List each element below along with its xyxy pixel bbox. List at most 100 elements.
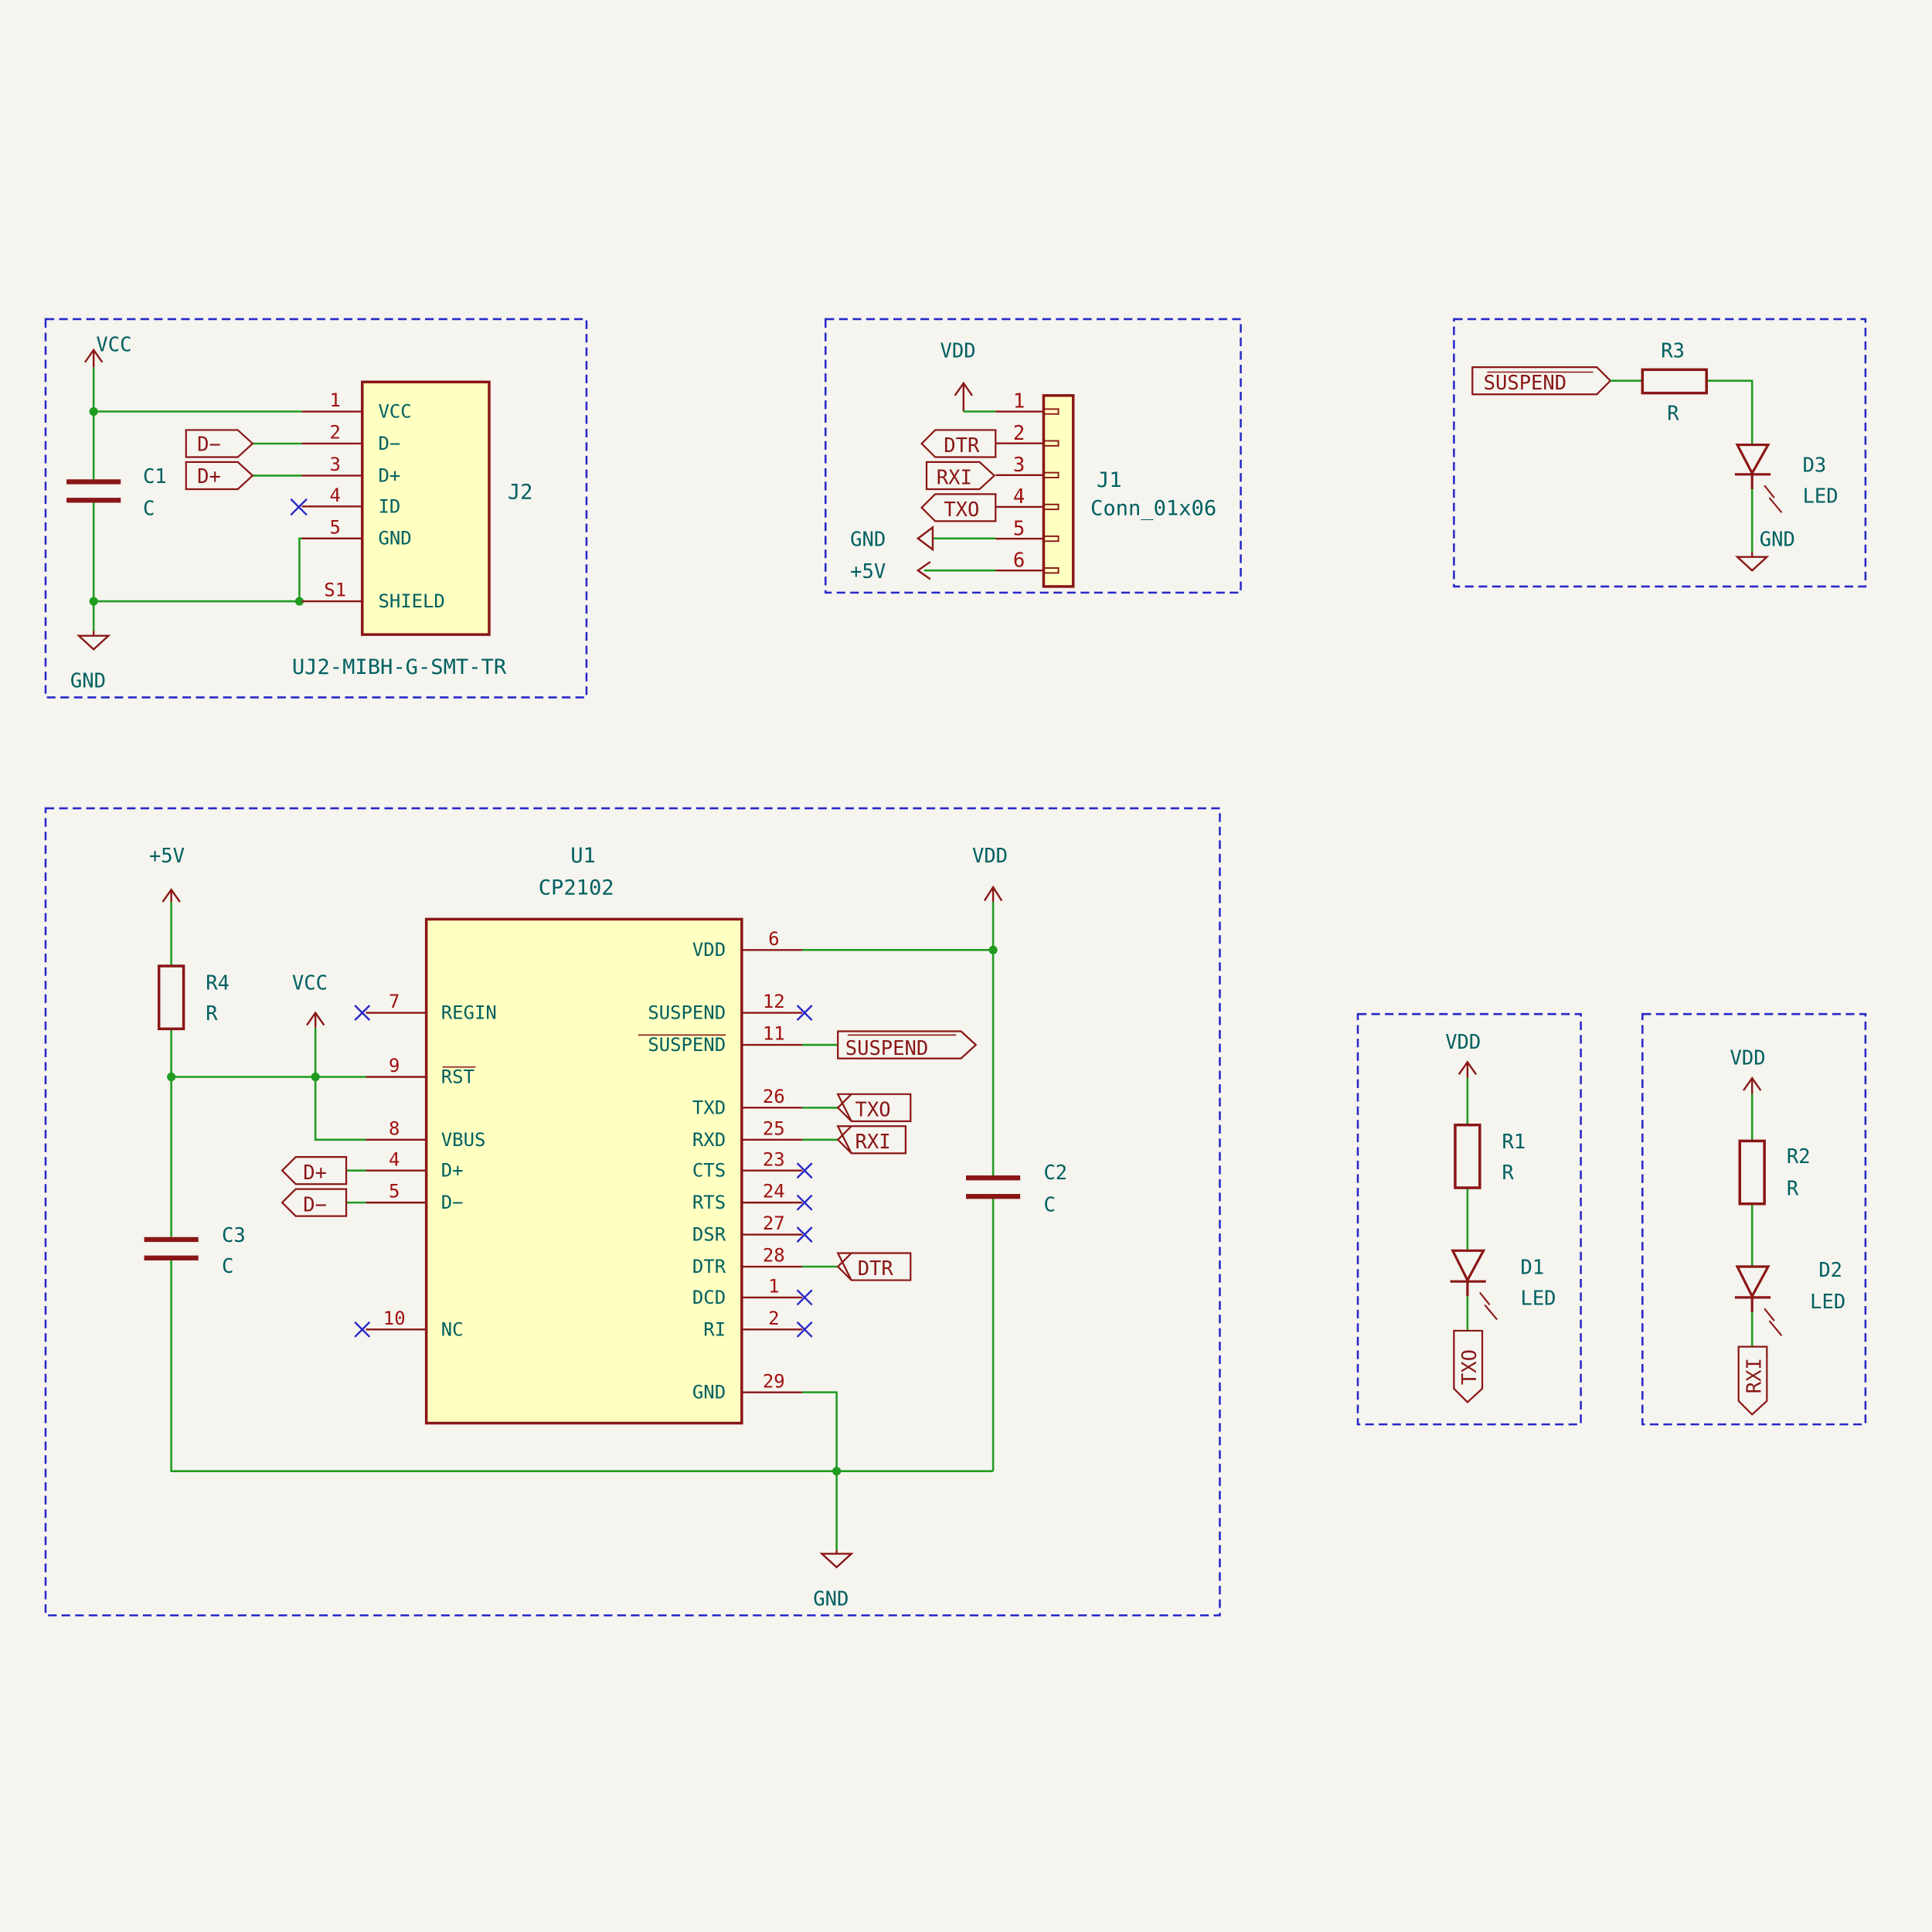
d3-ref: D3 xyxy=(1803,454,1827,478)
j2-ref: J2 xyxy=(508,481,533,505)
c2-value: C xyxy=(1043,1193,1055,1216)
j1-pin-stub xyxy=(1043,440,1060,447)
u1-pin-name: GND xyxy=(692,1382,726,1403)
label-d-plus-bridge: D+ xyxy=(303,1162,327,1185)
j2-pin-name: D+ xyxy=(378,464,400,486)
power-label-gnd-suspend: GND xyxy=(1760,528,1795,551)
power-label-vcc: VCC xyxy=(96,333,131,356)
u1-pin-number: 5 xyxy=(389,1181,400,1202)
r2-ref: R2 xyxy=(1787,1145,1811,1168)
u1-pin-name: VDD xyxy=(692,939,726,961)
c2-ref: C2 xyxy=(1043,1162,1067,1185)
j1-ref: J1 xyxy=(1097,468,1122,492)
u1-pin-number: 1 xyxy=(768,1276,779,1298)
power-label-vdd-rx: VDD xyxy=(1730,1047,1766,1070)
j2-pin-number: 4 xyxy=(329,485,340,506)
u1-pin-number: 29 xyxy=(763,1370,785,1392)
j2-pin-number: 2 xyxy=(329,422,340,444)
r3-ref: R3 xyxy=(1661,339,1685,362)
no-connect-marker xyxy=(796,1321,813,1338)
label-suspend-led: SUSPEND xyxy=(1484,372,1566,395)
u1-pin-name: SUSPEND xyxy=(648,1002,726,1024)
u1-pin-name: D+ xyxy=(441,1160,464,1182)
group-frame-suspend-led xyxy=(1453,318,1867,588)
r3-value: R xyxy=(1667,403,1679,426)
label-rxi-header: RXI xyxy=(937,467,972,490)
j1-pin-stub xyxy=(1043,535,1060,543)
label-rxi-led: RXI xyxy=(1743,1358,1766,1393)
j2-part: UJ2-MIBH-G-SMT-TR xyxy=(292,655,507,679)
u1-pin-number: 28 xyxy=(763,1245,785,1267)
tx-led-block: VDD R1 R D1 LED TXO xyxy=(1445,1031,1556,1403)
no-connect-marker xyxy=(796,1005,813,1021)
power-label-gnd: GND xyxy=(70,670,106,693)
u1-pin-name: SUSPEND xyxy=(648,1034,726,1056)
no-connect-marker xyxy=(796,1162,813,1179)
u1-pin-name: CTS xyxy=(692,1160,726,1182)
u1-pin-name: DTR xyxy=(692,1256,726,1277)
d1-ref: D1 xyxy=(1520,1257,1544,1280)
j2-pin-name: ID xyxy=(378,495,400,517)
d2-ref: D2 xyxy=(1818,1259,1842,1282)
c1-ref: C1 xyxy=(143,465,167,488)
group-frame-header xyxy=(824,318,1242,594)
label-txo-header: TXO xyxy=(944,498,979,522)
u1-pin-number: 7 xyxy=(389,991,400,1012)
u1-ref: U1 xyxy=(570,844,596,868)
no-connect-marker xyxy=(796,1194,813,1211)
j2-pin-number: 3 xyxy=(329,454,340,475)
u1-pin-name: REGIN xyxy=(441,1002,497,1024)
power-label-gnd-bridge: GND xyxy=(813,1587,849,1611)
no-connect-regin xyxy=(354,1005,371,1021)
u1-pin-number: 10 xyxy=(383,1308,406,1329)
label-dtr-bridge: DTR xyxy=(858,1257,894,1281)
d1-value: LED xyxy=(1520,1287,1556,1310)
label-d-minus: D− xyxy=(197,434,221,457)
u1-pin-name: RTS xyxy=(692,1192,726,1213)
bridge-block: +5V VCC VDD GND R4 R C3 C C2 C D+ D− xyxy=(144,844,1067,1611)
u1-pin-name: RXD xyxy=(692,1129,726,1151)
u1-pin-number: 6 xyxy=(768,928,779,950)
r4-value: R xyxy=(206,1002,218,1026)
u1-pin-name: TXD xyxy=(692,1097,726,1118)
no-connect-nc xyxy=(354,1321,371,1338)
u1-pin-number: 24 xyxy=(763,1181,785,1202)
group-frame-usb xyxy=(44,318,588,699)
suspend-led-block: SUSPEND R3 R D3 LED GND xyxy=(1471,339,1838,572)
label-suspend-bridge: SUSPEND xyxy=(845,1037,928,1060)
u1-pin-number: 25 xyxy=(763,1117,785,1139)
j1-part: Conn_01x06 xyxy=(1090,496,1216,520)
u1-pin-name: VBUS xyxy=(441,1129,486,1151)
group-frame-rx-led xyxy=(1641,1012,1867,1426)
j1-pin-number: 2 xyxy=(1013,422,1025,445)
no-connect-marker xyxy=(796,1289,813,1306)
group-frame-bridge xyxy=(44,807,1221,1617)
u1-pin-number: 27 xyxy=(763,1213,785,1234)
j1-pin-stub xyxy=(1043,408,1060,415)
rx-led-block: VDD R2 R D2 LED RXI xyxy=(1730,1047,1845,1416)
j1-pin-number: 6 xyxy=(1013,549,1025,572)
j1-pin-number: 5 xyxy=(1013,517,1025,540)
u1-part: CP2102 xyxy=(539,876,614,900)
j1-pin-number: 1 xyxy=(1013,390,1025,413)
u1-pin-number: 11 xyxy=(763,1023,785,1045)
j1-pin-number: 3 xyxy=(1013,454,1025,477)
power-label-vcc-bridge: VCC xyxy=(292,971,328,995)
u1-pin-name: RST xyxy=(441,1066,474,1087)
u1-pin-number: 8 xyxy=(389,1117,400,1139)
j2-pin-number: 5 xyxy=(329,516,340,538)
u1-pin-number: 9 xyxy=(389,1055,400,1077)
j1-pin-stub xyxy=(1043,567,1060,574)
d3-value: LED xyxy=(1803,485,1838,509)
power-label-vdd-tx: VDD xyxy=(1445,1031,1481,1054)
u1-pin-number: 12 xyxy=(763,991,785,1012)
group-frame-tx-led xyxy=(1356,1012,1582,1426)
u1-pin-name: DSR xyxy=(692,1224,726,1246)
r2-value: R xyxy=(1787,1178,1799,1201)
power-label-5v-header: +5V xyxy=(850,560,886,583)
no-connect-marker xyxy=(796,1226,813,1243)
